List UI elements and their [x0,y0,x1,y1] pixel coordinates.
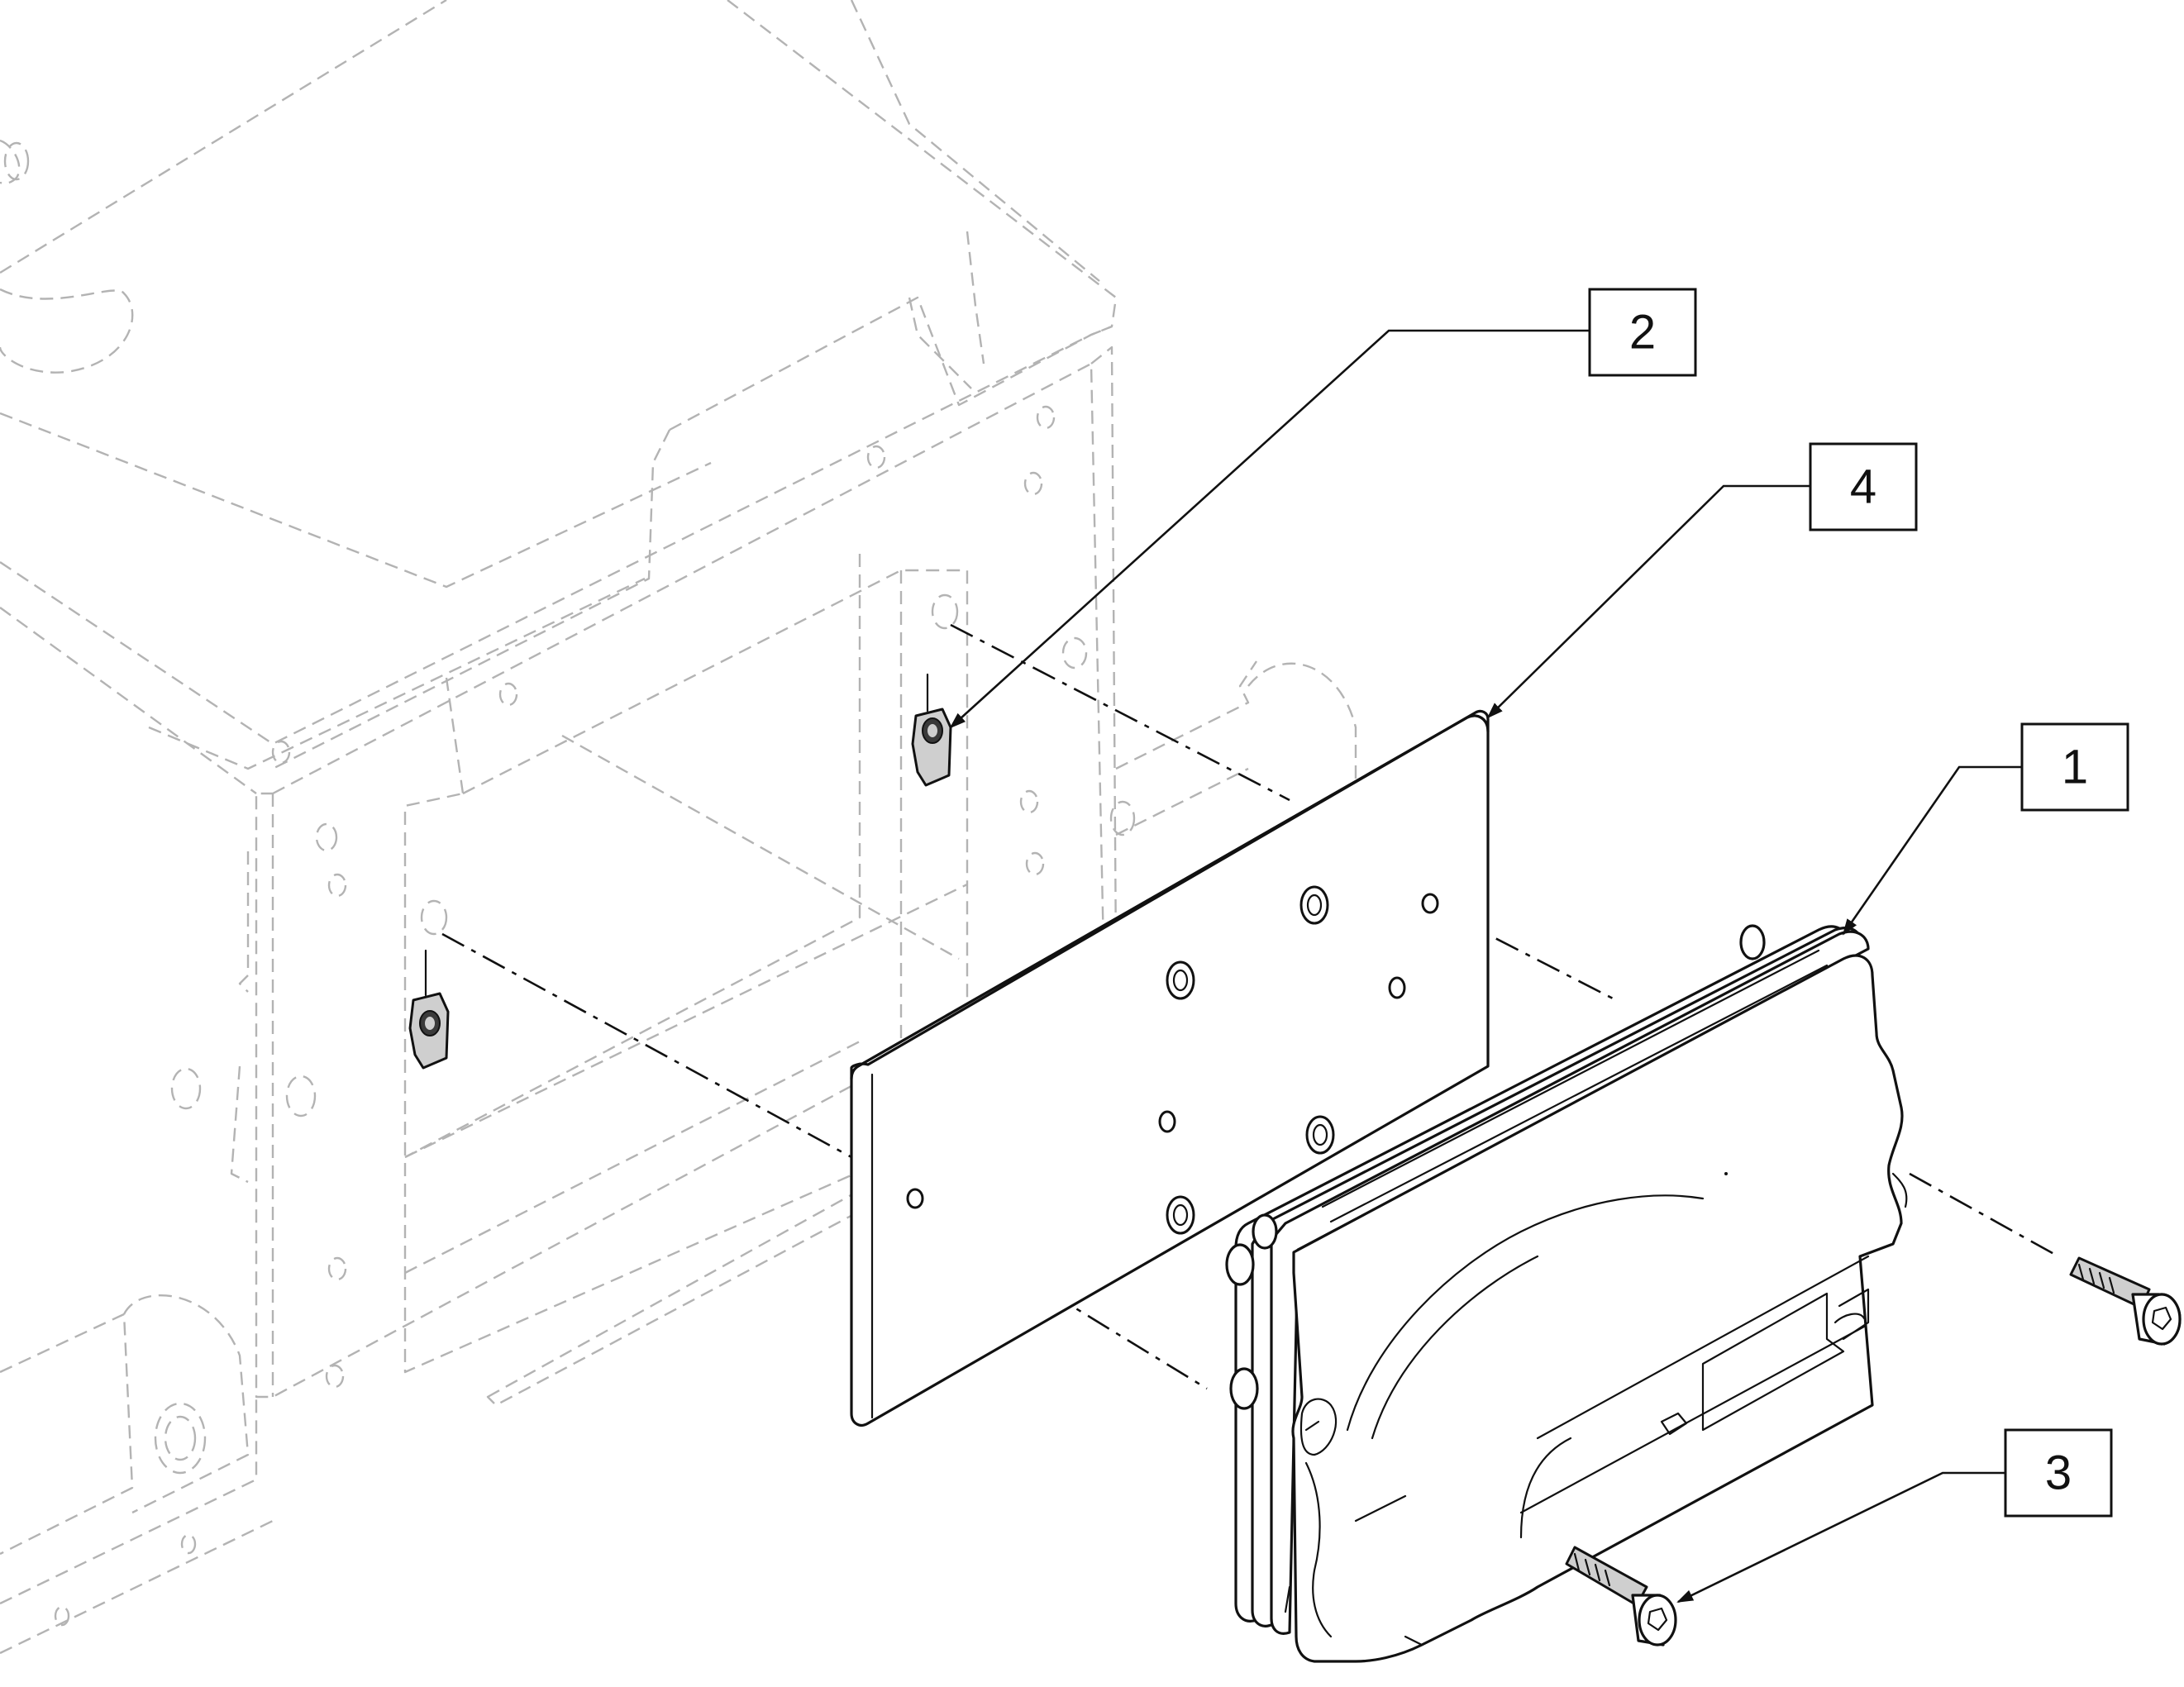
callout-4-label: 4 [1850,460,1876,514]
callout-1: 1 [1842,722,2129,936]
callout-3-box [2004,1428,2113,1518]
callout-2-box [1588,288,1697,377]
cage-nut-lower [408,949,450,1070]
socket-head-screw-right [2069,1256,2182,1346]
callout-1-box [2020,722,2129,812]
callout-4: 4 [1486,442,1918,719]
callout-3-label: 3 [2045,1446,2072,1500]
socket-head-screw-left [1565,1546,1677,1646]
mounting-plate [850,709,1490,1427]
callout-2: 2 [949,288,1697,729]
cage-nut-upper [911,673,952,787]
callout-1-label: 1 [2062,741,2088,794]
callout-2-label: 2 [1629,306,1656,360]
callout-3: 3 [1676,1428,2113,1604]
chassis-frame-phantom [0,0,1357,1655]
callout-4-box [1809,442,1918,531]
